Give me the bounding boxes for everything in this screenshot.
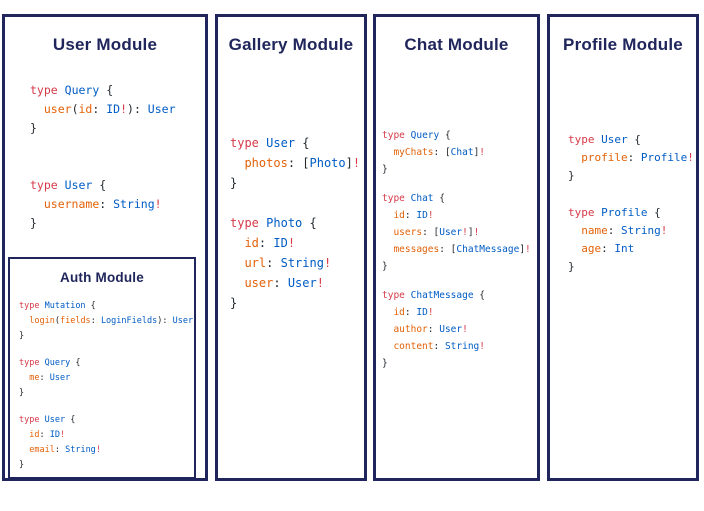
code-block: type Profile { name: String! age: Int}	[568, 204, 696, 276]
code-block: type Chat { id: ID! users: [User!]! mess…	[382, 190, 537, 275]
code-block: type Query { myChats: [Chat]!}	[382, 127, 537, 178]
code-line: content: String!	[393, 341, 486, 352]
code-line: type User {	[568, 133, 641, 146]
code-line: users: [User!]!	[393, 227, 480, 238]
code-line: user: User!	[244, 276, 324, 290]
code-line: }	[30, 216, 37, 230]
code-line: }	[19, 331, 25, 341]
gallery-module-title: Gallery Module	[228, 35, 354, 54]
user-module-title: User Module	[52, 35, 158, 54]
profile-module-title: Profile Module	[563, 35, 683, 54]
code-line: me: User	[29, 373, 71, 383]
chat-module-code: type Query { myChats: [Chat]!}type Chat …	[376, 127, 537, 372]
chat-module-title: Chat Module	[404, 35, 509, 54]
code-block: type ChatMessage { id: ID! author: User!…	[382, 287, 537, 372]
code-block: type Query { user(id: ID!): User}	[30, 81, 205, 138]
code-line: id: ID!	[29, 430, 66, 440]
code-line: type Query {	[19, 358, 81, 368]
code-line: age: Int	[581, 242, 635, 255]
code-block: type User { photos: [Photo]!}	[230, 133, 364, 193]
code-line: type Mutation {	[19, 301, 96, 311]
code-line: }	[568, 169, 575, 182]
code-line: }	[382, 164, 388, 175]
code-line: }	[19, 388, 25, 398]
panel-profile-module: Profile Module type User { profile: Prof…	[547, 14, 699, 481]
code-line: type User {	[230, 136, 310, 150]
panel-chat-module: Chat Module type Query { myChats: [Chat]…	[373, 14, 540, 481]
code-line: type User {	[19, 415, 76, 425]
profile-module-code: type User { profile: Profile!}type Profi…	[550, 131, 696, 276]
code-line: email: String!	[29, 445, 101, 455]
code-block: type User { username: String!}	[30, 176, 205, 233]
code-line: type User {	[30, 178, 107, 192]
code-line: type ChatMessage {	[382, 290, 485, 301]
code-line: name: String!	[581, 224, 668, 237]
code-block: type Photo { id: ID! url: String! user: …	[230, 213, 364, 313]
code-block: type Query { me: User}	[19, 356, 194, 401]
code-line: user(id: ID!): User	[43, 102, 176, 116]
code-block: type Mutation { login(fields: LoginField…	[19, 299, 194, 344]
code-line: }	[230, 176, 238, 190]
user-module-code: type Query { user(id: ID!): User}type Us…	[5, 81, 205, 233]
auth-module-title: Auth Module	[60, 270, 144, 285]
auth-module-code: type Mutation { login(fields: LoginField…	[10, 299, 194, 473]
code-block: type User { profile: Profile!}	[568, 131, 696, 185]
code-line: username: String!	[43, 197, 162, 211]
code-line: }	[19, 460, 25, 470]
code-line: type Query {	[30, 83, 114, 97]
code-line: profile: Profile!	[581, 151, 694, 164]
gallery-module-code: type User { photos: [Photo]!}type Photo …	[218, 133, 364, 313]
code-line: id: ID!	[393, 307, 434, 318]
panel-auth-module: Auth Module type Mutation { login(fields…	[8, 257, 196, 479]
panel-user-module: User Module type Query { user(id: ID!): …	[2, 14, 208, 481]
code-line: }	[382, 261, 388, 272]
code-line: myChats: [Chat]!	[393, 147, 486, 158]
code-line: }	[382, 358, 388, 369]
code-line: login(fields: LoginFields): User	[29, 316, 194, 326]
code-line: id: ID!	[393, 210, 434, 221]
code-line: photos: [Photo]!	[244, 156, 361, 170]
code-line: }	[230, 296, 238, 310]
code-line: messages: [ChatMessage]!	[393, 244, 531, 255]
code-block: type User { id: ID! email: String!}	[19, 413, 194, 473]
code-line: url: String!	[244, 256, 332, 270]
code-line: }	[30, 121, 37, 135]
code-line: type Chat {	[382, 193, 445, 204]
panel-gallery-module: Gallery Module type User { photos: [Phot…	[215, 14, 367, 481]
code-line: author: User!	[393, 324, 468, 335]
code-line: type Photo {	[230, 216, 317, 230]
code-line: type Profile {	[568, 206, 661, 219]
code-line: id: ID!	[244, 236, 296, 250]
code-line: type Query {	[382, 130, 451, 141]
code-line: }	[568, 260, 575, 273]
